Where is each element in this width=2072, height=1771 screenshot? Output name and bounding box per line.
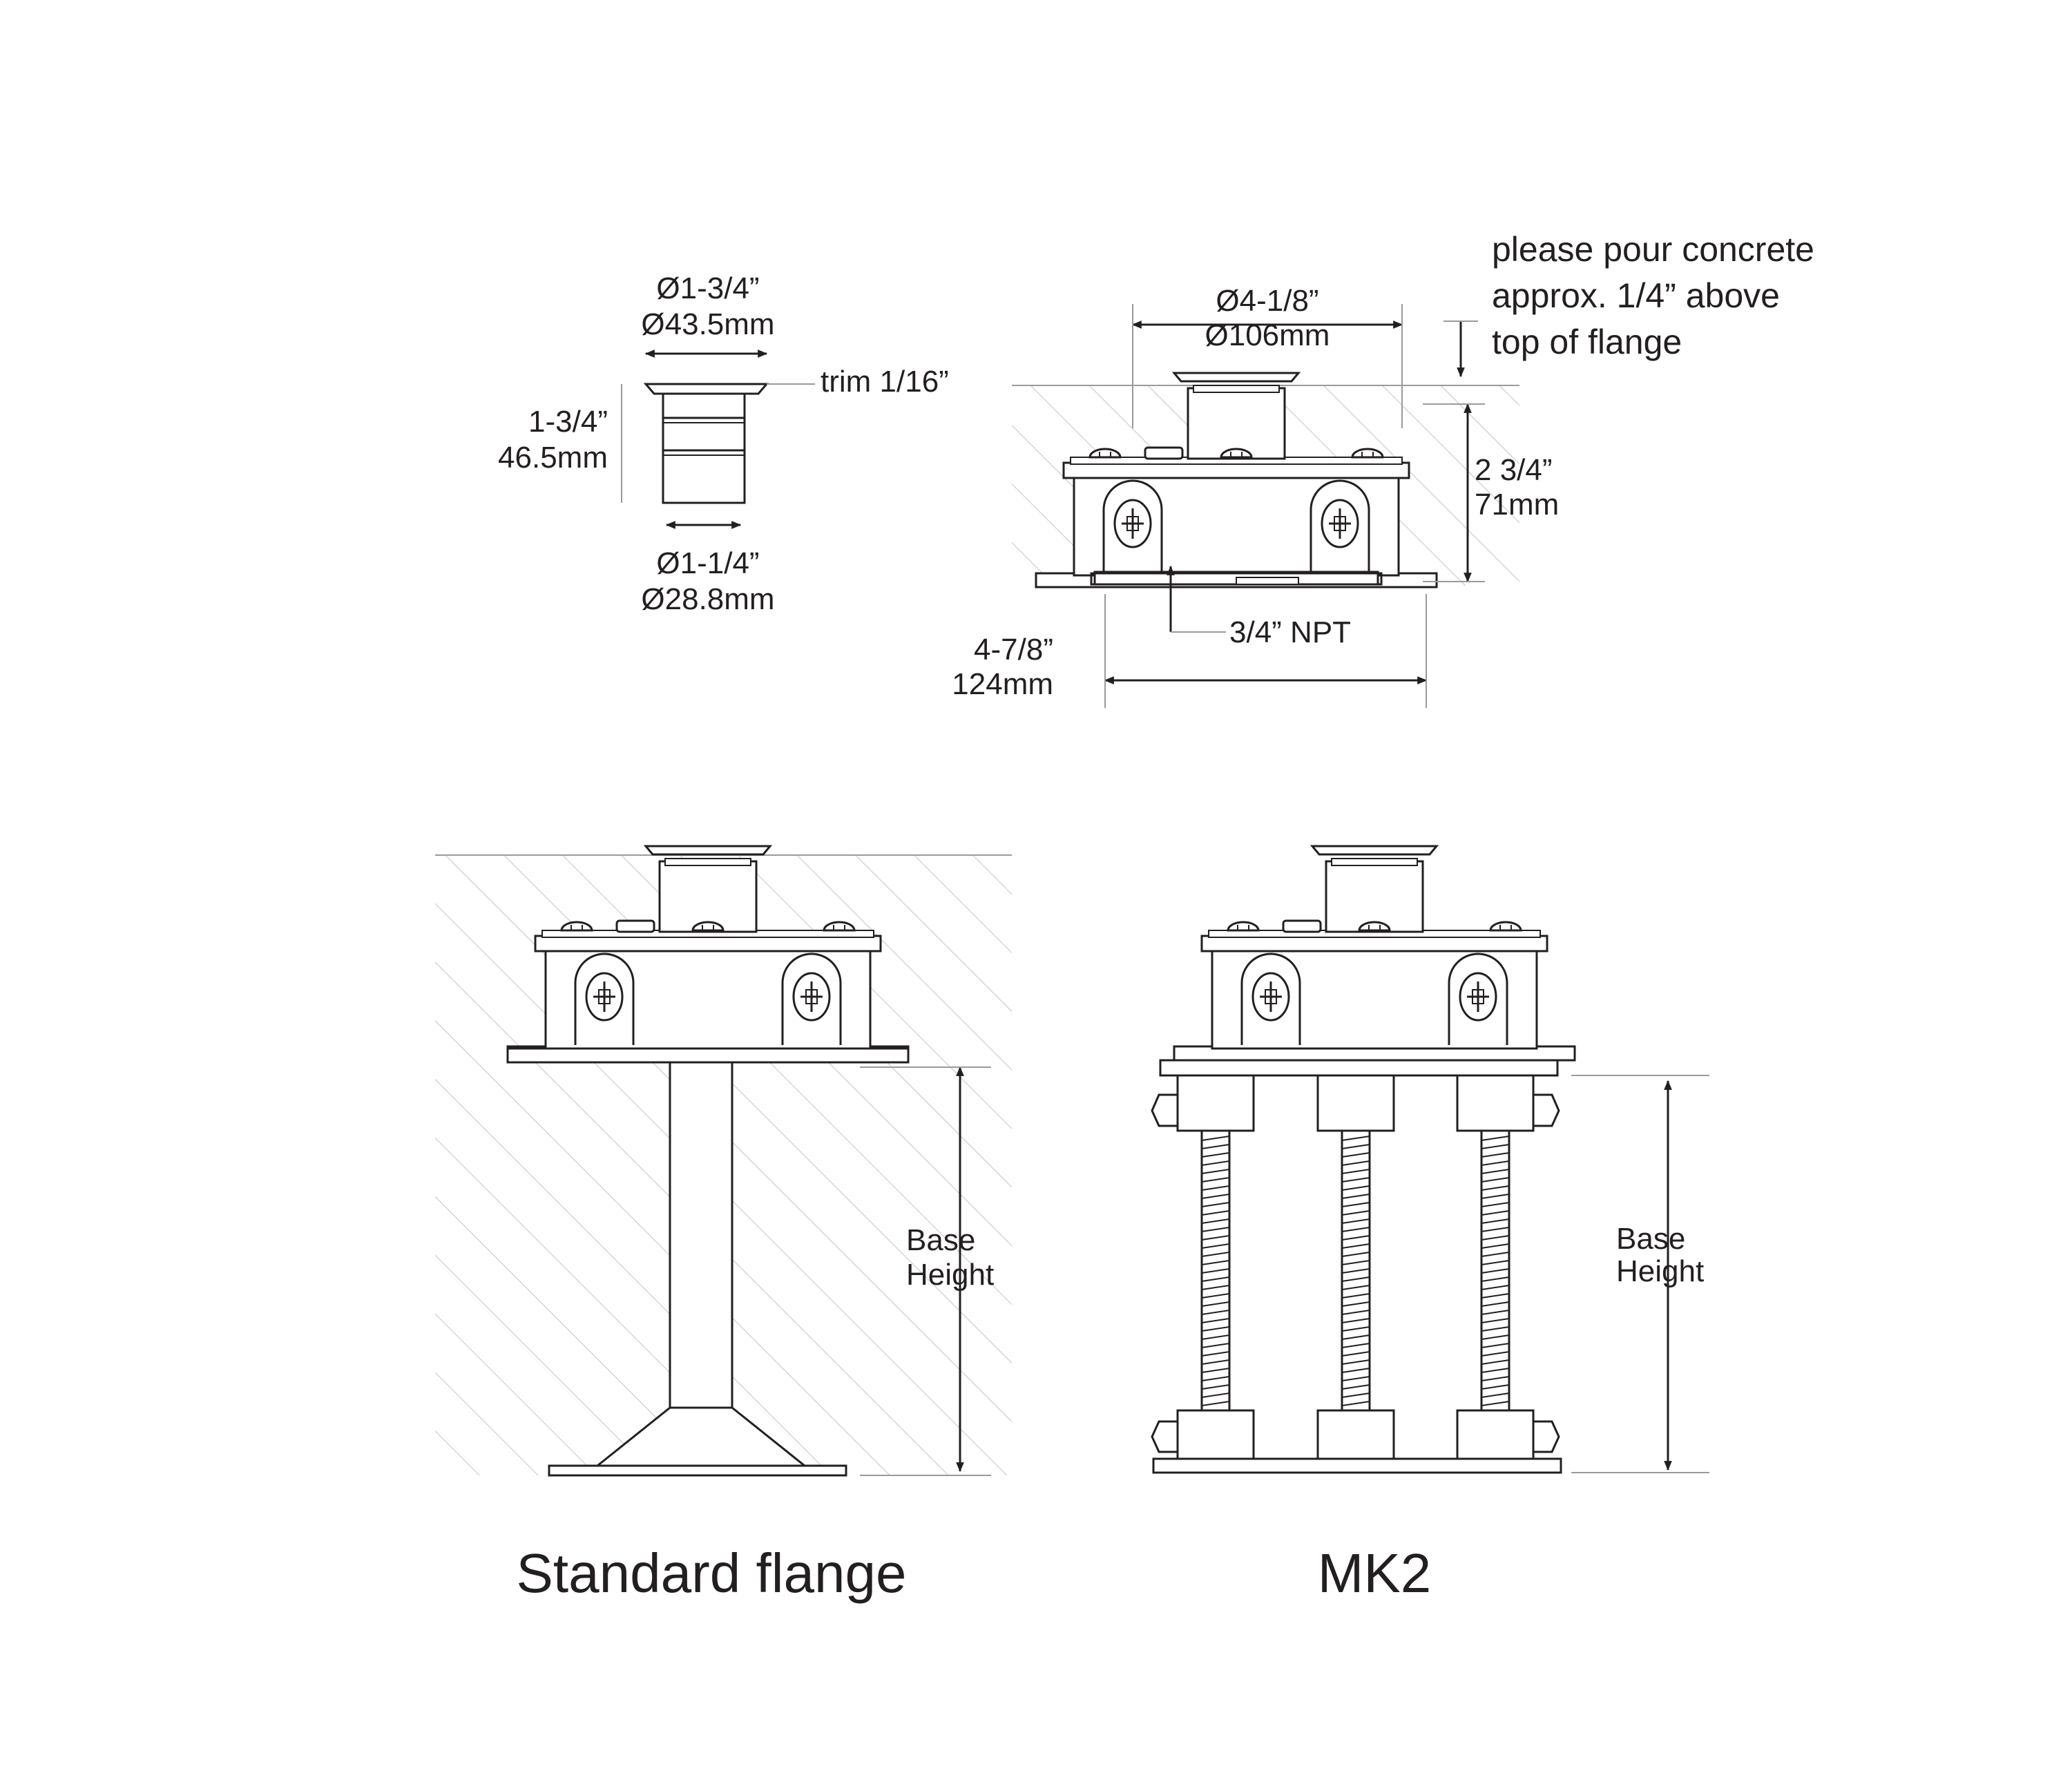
trim-height-mm: 46.5mm — [498, 441, 608, 475]
trim-detail: Ø1-3/4” Ø43.5mm trim 1/16” 1-3/4” 46.5mm… — [498, 271, 949, 616]
standard-flange-assembly: Base Height Standard flange — [435, 846, 1012, 1604]
trim-height-in: 1-3/4” — [528, 405, 608, 439]
mk2-base-label-2: Height — [1616, 1254, 1704, 1288]
trim-bottom-dia-in: Ø1-1/4” — [656, 546, 759, 580]
mk2-base-label-1: Base — [1616, 1222, 1685, 1256]
standard-base-label-1: Base — [906, 1223, 975, 1257]
threaded-rod — [1341, 1129, 1371, 1412]
concrete-note-1: please pour concrete — [1492, 230, 1814, 269]
body-flange-dia-mm: Ø106mm — [1205, 318, 1330, 352]
body-height-in: 2 3/4” — [1475, 453, 1553, 487]
trim-top-dia-in: Ø1-3/4” — [656, 271, 759, 305]
trim-bottom-dia-mm: Ø28.8mm — [641, 582, 774, 616]
body-detail: 3/4” NPT Ø4-1/8” Ø106mm please pour conc… — [952, 230, 1814, 708]
body-connection: 3/4” NPT — [1229, 615, 1351, 649]
threaded-rod — [1480, 1129, 1510, 1412]
body-base-width-mm: 124mm — [952, 667, 1053, 701]
standard-caption: Standard flange — [517, 1542, 907, 1604]
body-base-width-in: 4-7/8” — [974, 633, 1053, 667]
standard-base-label-2: Height — [906, 1258, 994, 1292]
concrete-note-2: approx. 1/4” above — [1492, 276, 1780, 315]
body-height-mm: 71mm — [1475, 488, 1559, 521]
mk2-caption: MK2 — [1318, 1542, 1432, 1604]
trim-top-dia-mm: Ø43.5mm — [641, 307, 774, 341]
threaded-rod — [1200, 1129, 1231, 1412]
concrete-note-3: top of flange — [1492, 323, 1682, 361]
threaded-rods — [1200, 1129, 1510, 1412]
trim-note: trim 1/16” — [821, 365, 949, 399]
mk2-assembly: Base Height MK2 — [1151, 846, 1709, 1604]
body-flange-dia-in: Ø4-1/8” — [1216, 284, 1318, 318]
